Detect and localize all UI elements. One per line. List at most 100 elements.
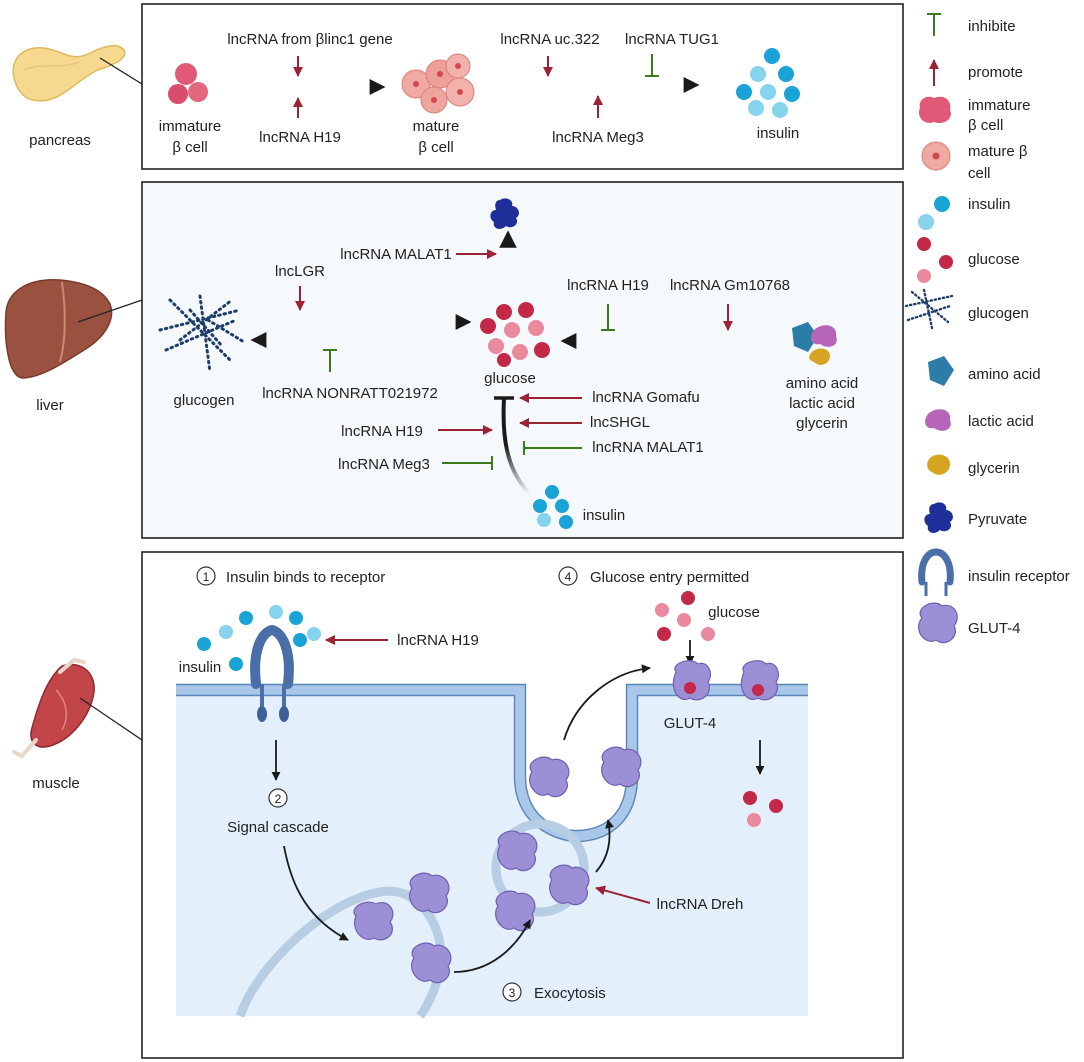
label-lnc-gm10768: lncRNA Gm10768 [670,277,790,294]
glucose-cluster-p3-outside [655,591,715,641]
legend-glut4-icon [917,602,958,644]
label-glucose-p3: glucose [708,604,760,621]
pyruvate-shape [490,198,519,229]
vesicle-membrane-large [235,886,446,1019]
step3-number: 3 [509,986,516,1000]
panel-pancreas-frame [141,3,904,170]
legend-immature-label-line1: immature [968,97,1031,114]
legend-amino-acid-icon [928,356,954,386]
step4-number: 4 [565,570,572,584]
label-glucose-p2: glucose [484,370,536,387]
muscle-cell-membrane-outline-outer [176,683,808,832]
legend-immature-beta-cell-icon [918,96,951,124]
inhibit-bar-h19-p2 [601,304,615,331]
label-glucogen-p2: glucogen [174,392,235,409]
insulin-cluster-p2 [533,485,573,529]
immature-beta-cell-cluster [168,63,208,104]
muscle-organ [12,657,95,759]
step1-text: Insulin binds to receptor [226,569,385,586]
liver-connector-line [77,299,143,323]
legend-mature-beta-cell-icon [921,141,951,171]
organ-label-muscle: muscle [32,775,80,792]
label-lactic-acid-p2: lactic acid [789,395,855,412]
step3-text: Exocytosis [534,985,606,1002]
substrates-cluster [792,322,837,365]
legend-mature-label-line2: cell [968,165,991,182]
label-lnc-gomafu: lncRNA Gomafu [592,389,700,406]
legend-immature-label-line2: β cell [968,117,1003,134]
mature-beta-cell-label-line1: mature [413,118,460,135]
legend-inhibite-label: inhibite [968,18,1016,35]
legend-insulin-label: insulin [968,196,1011,213]
label-lnc-h19-left-p2: lncRNA H19 [341,423,423,440]
glucogen-shape [158,294,246,374]
arrow-exocytosis-to-membrane [595,819,614,873]
step4-badge [558,566,578,586]
label-lnc-meg3-p2: lncRNA Meg3 [338,456,430,473]
label-lnc-h19-top-p2: lncRNA H19 [567,277,649,294]
promote-arrow-dreh [595,885,651,904]
step1-badge [196,566,216,586]
legend-pyruvate-icon [924,502,953,533]
glucose-cluster-p3-inside [743,791,783,827]
legend-glycerin-icon [927,454,950,475]
legend-amino-acid-label: amino acid [968,366,1041,383]
immature-beta-cell-label-line2: β cell [172,139,207,156]
label-glycerin-p2: glycerin [796,415,848,432]
label-lnc-shgl: lncSHGL [590,414,650,431]
label-insulin-p1: insulin [757,125,800,142]
step2-text: Signal cascade [227,819,329,836]
legend-promote-label: promote [968,64,1023,81]
legend-insulin-icon [918,196,950,230]
legend-inhibit-symbol [927,13,941,36]
glut4-membrane-transporters [672,660,779,701]
organ-label-pancreas: pancreas [29,132,91,149]
legend-lactic-acid-label: lactic acid [968,413,1034,430]
arrow-membrane-to-glut4-surface [563,664,651,741]
step2-number: 2 [275,792,282,806]
legend-insulin-receptor-label: insulin receptor [968,568,1070,585]
mature-beta-cell-label-line2: β cell [418,139,453,156]
arrow-cascade-to-vesicles [283,845,349,941]
label-lnc-h19-p3: lncRNA H19 [397,632,479,649]
label-lnc-malat1-top: lncRNA MALAT1 [340,246,451,263]
insulin-cluster-p3 [197,605,321,671]
pancreas-organ [12,44,126,102]
organ-label-liver: liver [36,397,64,414]
legend-glucogen-icon [904,288,954,330]
liver-organ [4,279,113,379]
label-lnc-dreh: lncRNA Dreh [657,896,744,913]
panel-liver-frame [141,181,904,539]
insulin-cluster-p1 [736,48,800,118]
label-lnc-tug1: lncRNA TUG1 [625,31,719,48]
inhibit-bar-nonratt [323,349,337,372]
insulin-receptor-p3 [250,624,294,722]
legend-glycerin-label: glycerin [968,460,1020,477]
step2-badge [268,788,288,808]
legend-glucose-label: glucose [968,251,1020,268]
label-lnc-blinc1: lncRNA from βlinc1 gene [227,31,392,48]
muscle-cell-cytoplasm [176,690,808,1016]
label-lnc-uc322: lncRNA uc.322 [500,31,599,48]
glucose-cluster-p2 [480,302,550,367]
step1-number: 1 [203,570,210,584]
inhibit-bar-malat1-bottom [523,441,582,455]
step3-badge [502,982,522,1002]
label-amino-acid-p2: amino acid [786,375,859,392]
legend-glut4-label: GLUT-4 [968,620,1021,637]
legend-pyruvate-label: Pyruvate [968,511,1027,528]
inhibit-bar-meg3-p2 [442,456,493,470]
arrow-vesicle-to-exocytosis [453,919,531,973]
legend-lactic-acid-icon [925,409,951,431]
legend-insulin-receptor-icon [918,548,954,596]
legend-mature-label-line1: mature β [968,143,1028,160]
step4-text: Glucose entry permitted [590,569,749,586]
inhibit-curve-insulin-glucose [501,397,530,494]
label-insulin-p2: insulin [583,507,626,524]
label-lnc-h19-p1: lncRNA H19 [259,129,341,146]
vesicle-membrane-ring [491,819,589,917]
inhibit-bar-tug1 [645,54,659,77]
pancreas-connector-line [99,57,143,85]
label-lnc-meg3-p1: lncRNA Meg3 [552,129,644,146]
